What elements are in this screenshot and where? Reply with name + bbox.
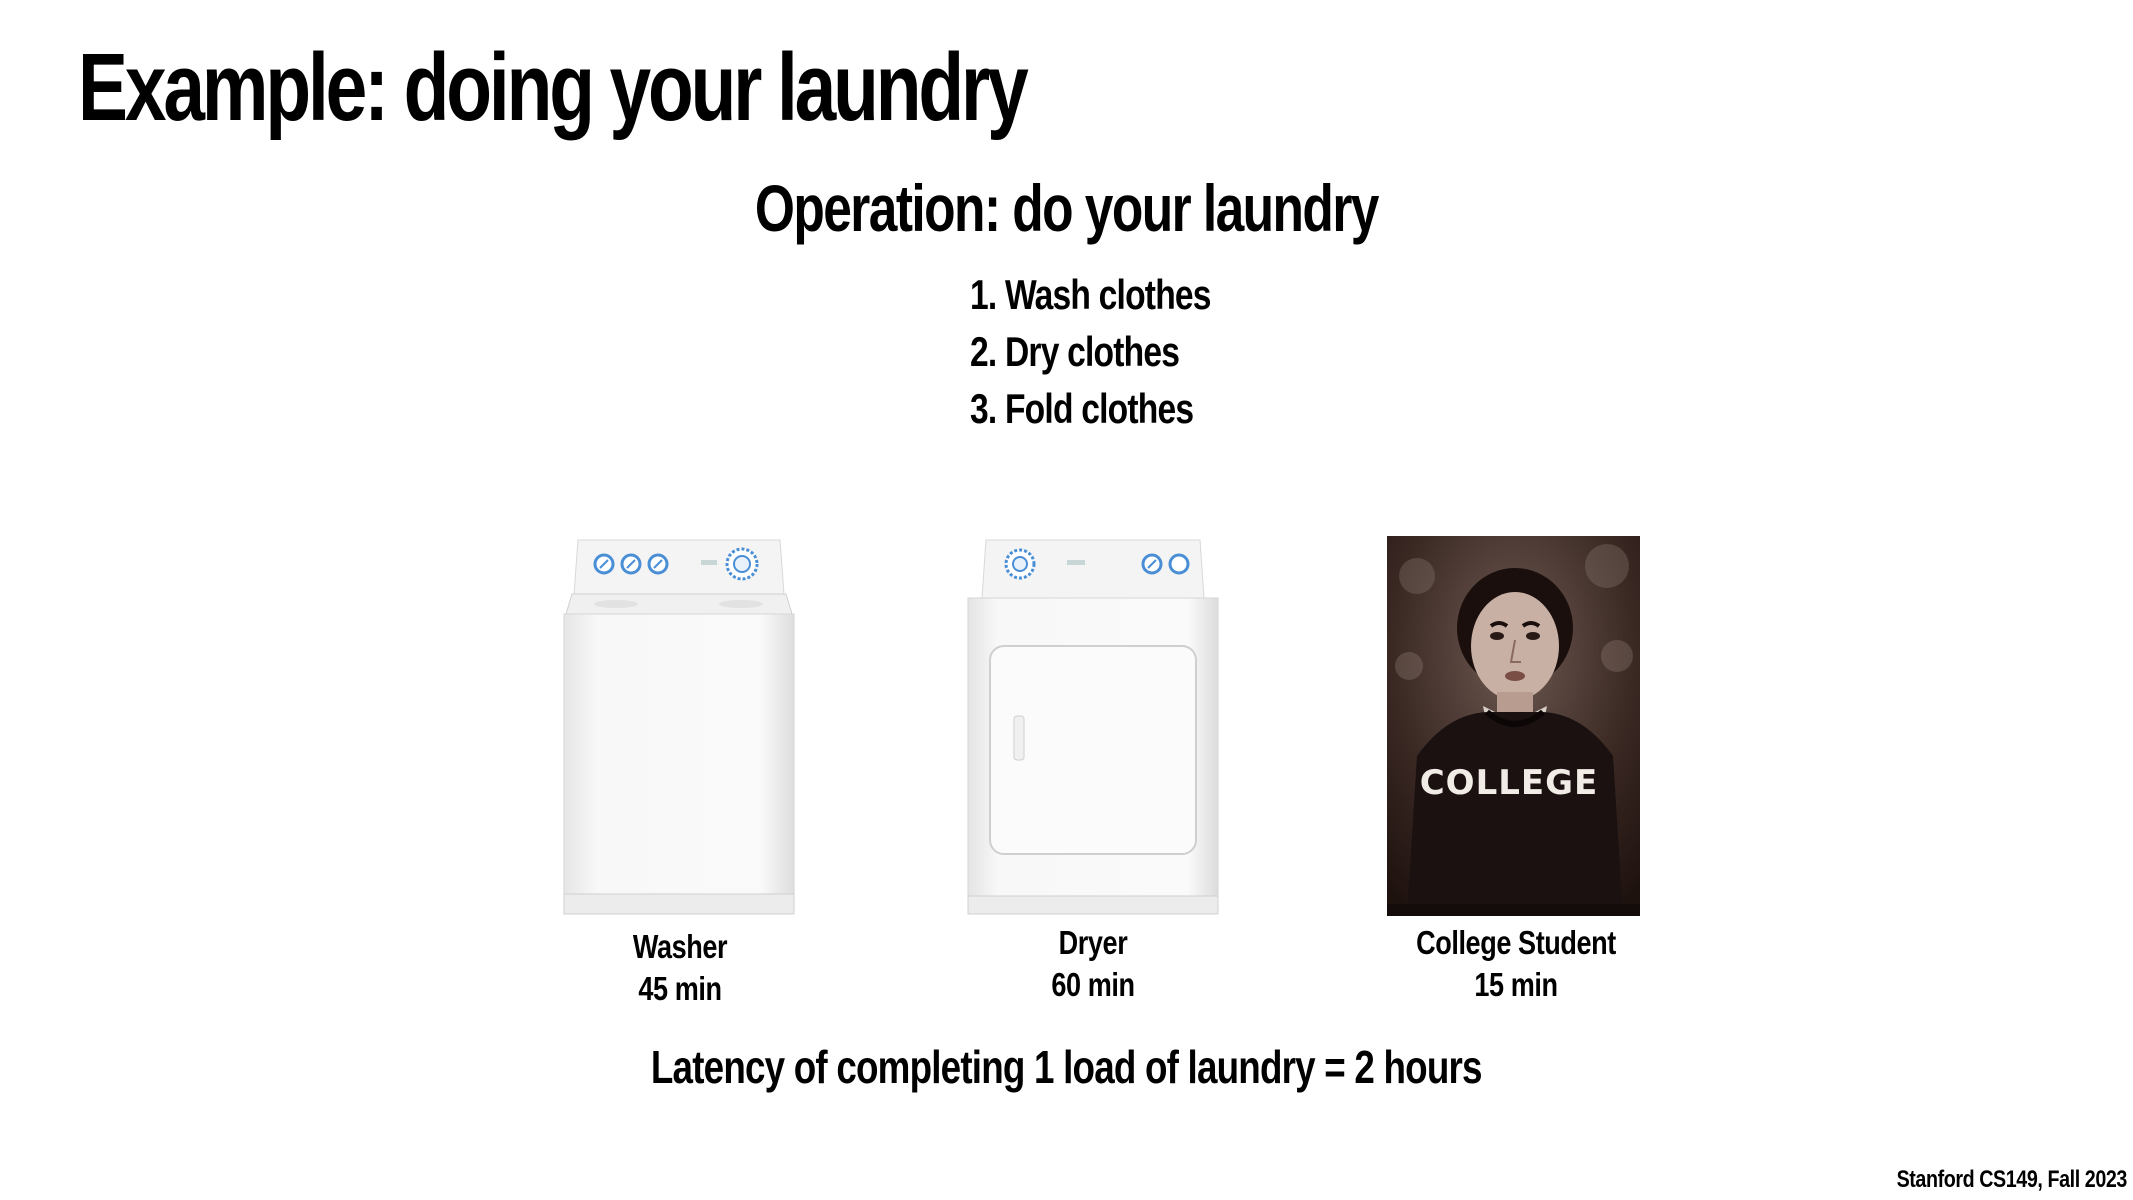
slide-title: Example: doing your laundry <box>78 34 1029 141</box>
operation-heading: Operation: do your laundry <box>754 171 1380 245</box>
washer-label: Washer <box>632 928 728 965</box>
step-wash: 1. Wash clothes <box>970 271 1211 318</box>
dryer-label: Dryer <box>1058 924 1128 961</box>
washer-caption: Washer 45 min <box>580 926 780 1010</box>
dryer-time: 60 min <box>1051 966 1135 1003</box>
step-dry: 2. Dry clothes <box>970 328 1180 375</box>
poster-text: COLLEGE <box>1420 763 1599 803</box>
dryer-caption: Dryer 60 min <box>993 922 1193 1006</box>
course-footer: Stanford CS149, Fall 2023 <box>1896 1166 2128 1193</box>
college-student-image: COLLEGE <box>1387 536 1640 916</box>
college-student-caption: College Student 15 min <box>1383 922 1649 1006</box>
latency-statement: Latency of completing 1 load of laundry … <box>651 1041 1483 1093</box>
washer-time: 45 min <box>638 970 722 1007</box>
college-student-time: 15 min <box>1474 966 1558 1003</box>
step-fold: 3. Fold clothes <box>970 385 1194 432</box>
college-student-label: College Student <box>1416 924 1616 961</box>
washer-image <box>556 536 802 924</box>
dryer-image <box>962 536 1224 922</box>
steps-list: 1. Wash clothes 2. Dry clothes 3. Fold c… <box>970 266 1271 437</box>
